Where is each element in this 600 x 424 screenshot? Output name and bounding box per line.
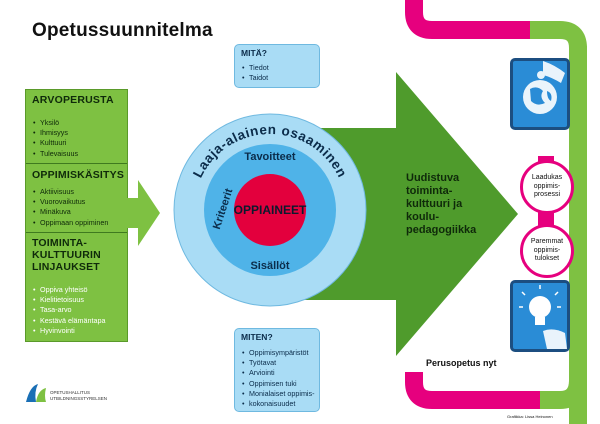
tablet-globe: [510, 58, 570, 130]
section-heading-toimintakulttuuri: TOIMINTA- KULTTUURIN LINJAUKSET: [32, 237, 101, 273]
section-heading-arvoperusta: ARVOPERUSTA: [32, 94, 114, 106]
top-pink-pipe: [405, 0, 530, 39]
list-item: Yksilö: [33, 118, 78, 128]
footer-label: Perusopetus nyt: [426, 358, 497, 368]
lightbulb-touch-icon: [519, 285, 567, 349]
divider: [26, 232, 127, 233]
list-item: Tasa-arvo: [33, 305, 106, 315]
list-item: Kielitietoisuus: [33, 295, 106, 305]
credit-text: Grafiikka: Lissa Heinonen: [507, 414, 553, 419]
list-item: Taidot: [242, 73, 269, 83]
logo: OPETUSHALLITUS UTBILDNINGSSTYRELSEN: [24, 382, 124, 408]
list-arvoperusta: Yksilö Ihmisyys Kulttuuri Tulevaisuus: [33, 118, 78, 159]
miten-list: Oppimisympäristöt Työtavat Arviointi Opp…: [242, 348, 315, 409]
tablet-lightbulb: [510, 280, 570, 352]
list-item: Kulttuuri: [33, 138, 78, 148]
right-green-band: [569, 46, 587, 356]
divider: [26, 163, 127, 164]
list-toimintakulttuuri: Oppiva yhteisö Kielitietoisuus Tasa-arvo…: [33, 285, 106, 336]
bottom-pink-pipe: [405, 372, 540, 409]
sisallot-label: Sisällöt: [250, 260, 289, 272]
globe-touch-icon: [523, 61, 565, 114]
center-circle: [234, 174, 306, 246]
list-item: Ihmisyys: [33, 128, 78, 138]
small-green-arrow: [126, 180, 160, 246]
outcome-paremmat: Paremmat oppimis- tulokset: [520, 224, 574, 278]
circle-diagram: Laaja-alainen osaaminen Tavoitteet Krite…: [173, 113, 367, 307]
list-item: Oppimisympäristöt: [242, 348, 315, 358]
oppiaineet-label: OPPIAINEET: [234, 203, 307, 217]
list-item: Aktiivisuus: [33, 187, 108, 197]
list-item: Kestävä elämäntapa: [33, 316, 106, 326]
list-item: kokonaisuudet: [242, 399, 315, 409]
page-title: Opetussuunnitelma: [32, 20, 213, 41]
list-item: Hyvinvointi: [33, 326, 106, 336]
logo-text: OPETUSHALLITUS UTBILDNINGSSTYRELSEN: [50, 390, 108, 401]
list-item: Työtavat: [242, 358, 315, 368]
outcome-laadukas: Laadukas oppimis- prosessi: [520, 160, 574, 214]
list-item: Oppimaan oppiminen: [33, 218, 108, 228]
tavoitteet-label: Tavoitteet: [244, 151, 295, 163]
section-heading-oppimiskasitys: OPPIMISKÄSITYS: [32, 169, 125, 181]
bottom-green-pipe: [540, 260, 587, 409]
list-item: Minäkuva: [33, 207, 108, 217]
mita-box: MITÄ? Tiedot Taidot: [234, 44, 320, 88]
list-item: Oppiva yhteisö: [33, 285, 106, 295]
list-item: Monialaiset oppimis-: [242, 389, 315, 399]
mita-list: Tiedot Taidot: [242, 63, 269, 84]
list-oppimiskasitys: Aktiivisuus Vuorovaikutus Minäkuva Oppim…: [33, 187, 108, 228]
mita-heading: MITÄ?: [241, 48, 267, 58]
list-item: Arviointi: [242, 368, 315, 378]
logo-icon: [26, 384, 46, 402]
big-green-arrow: [300, 72, 518, 356]
list-item: Tiedot: [242, 63, 269, 73]
miten-box: MITEN? Oppimisympäristöt Työtavat Arvioi…: [234, 328, 320, 412]
left-panel: ARVOPERUSTA Yksilö Ihmisyys Kulttuuri Tu…: [25, 89, 128, 342]
arrow-text: Uudistuva toiminta- kulttuuri ja koulu- …: [406, 172, 477, 236]
list-item: Vuorovaikutus: [33, 197, 108, 207]
list-item: Oppimisen tuki: [242, 379, 315, 389]
miten-heading: MITEN?: [241, 332, 273, 342]
list-item: Tulevaisuus: [33, 149, 78, 159]
